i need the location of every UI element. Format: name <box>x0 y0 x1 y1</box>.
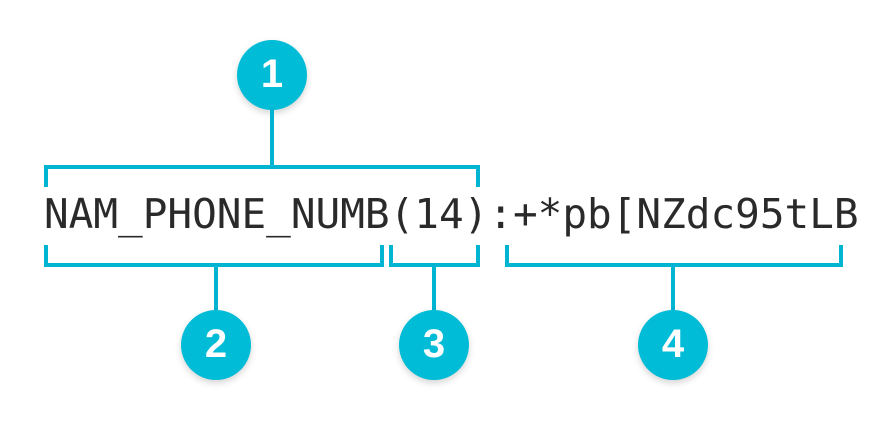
callout-badge-3-number: 3 <box>422 322 446 366</box>
callout-badge-2-number: 2 <box>204 322 228 366</box>
callout-badge-4[interactable]: 4 <box>638 310 708 380</box>
code-string: NAM_PHONE_NUMB(14):+*pb[NZdc95tLB <box>44 190 859 238</box>
callout-badge-4-number: 4 <box>661 322 685 366</box>
callout-stem-3 <box>432 263 436 313</box>
callout-stem-4 <box>671 263 675 313</box>
bracket-segment-1 <box>44 165 480 187</box>
callout-badge-3[interactable]: 3 <box>399 310 469 380</box>
callout-badge-1-number: 1 <box>260 52 284 96</box>
callout-badge-2[interactable]: 2 <box>181 310 251 380</box>
callout-badge-1[interactable]: 1 <box>237 40 307 110</box>
callout-stem-2 <box>214 263 218 313</box>
callout-stem-1 <box>270 108 274 167</box>
